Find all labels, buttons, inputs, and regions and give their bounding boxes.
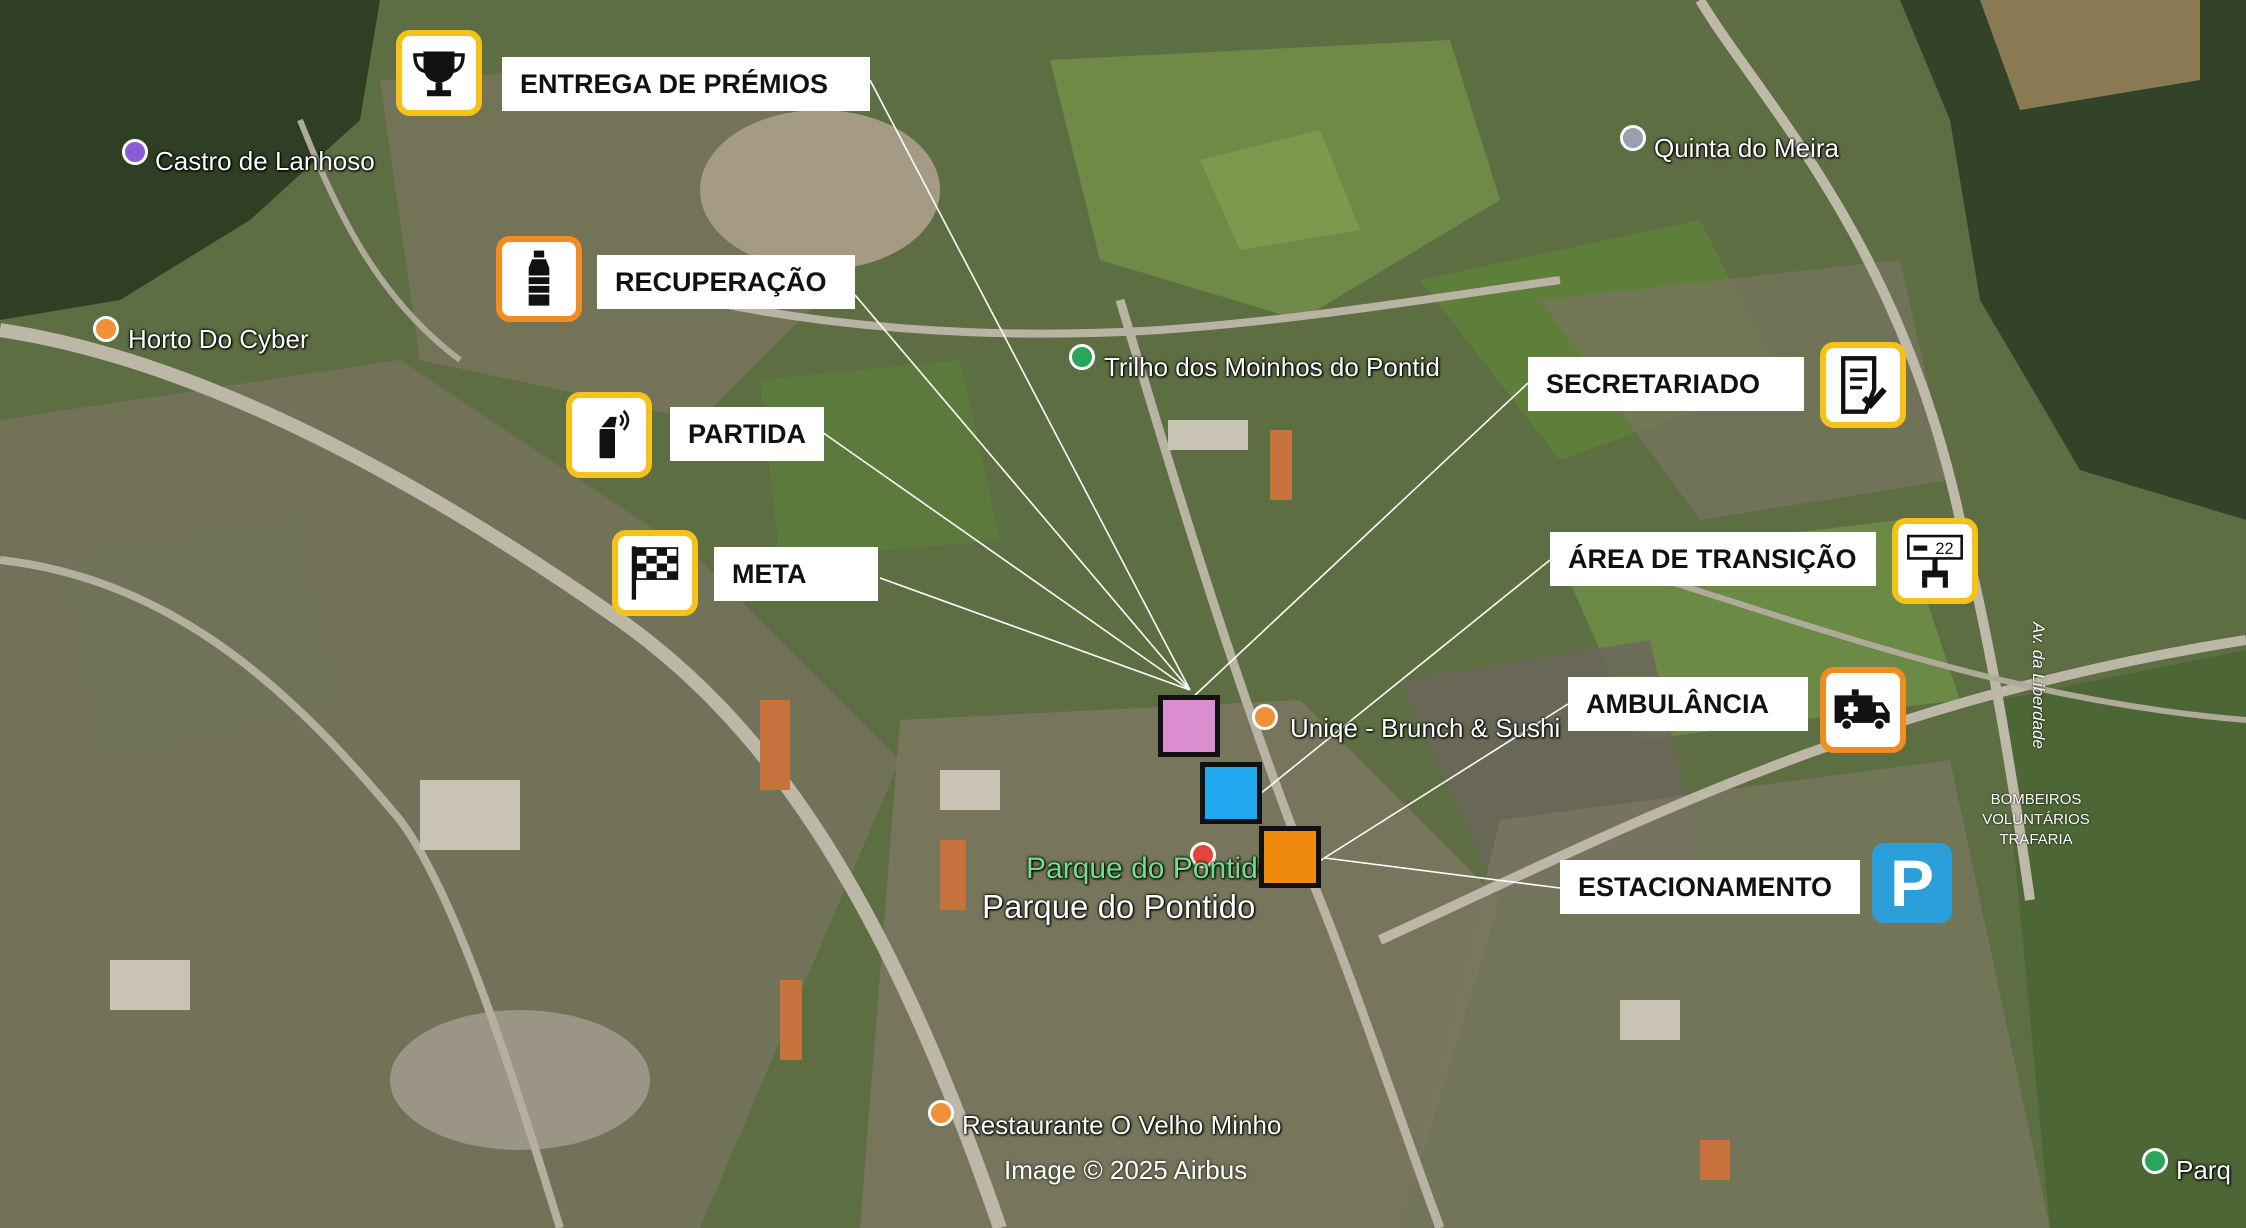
road-label-liberdade: Av. da Liberdade [2029,622,2048,749]
bombeiros-label: BOMBEIROS VOLUNTÁRIOS TRAFARIA [1968,790,2104,850]
transition-number: 22 [1935,540,1953,558]
label-ambulancia: AMBULÂNCIA [1568,677,1808,731]
place-label-horto: Horto Do Cyber [128,324,309,354]
image-credit: Image © 2025 Airbus [1004,1155,1248,1185]
label-estacionamento: ESTACIONAMENTO [1560,860,1860,914]
water-bottle-icon [496,236,582,322]
marker-pink[interactable] [1158,695,1220,757]
label-recuperacao: RECUPERAÇÃO [597,255,855,309]
unique-pin[interactable] [1252,704,1278,730]
place-label-parque: Parque do Pontido [982,888,1256,925]
marker-orange[interactable] [1259,826,1321,888]
quinta-pin[interactable] [1620,125,1646,151]
bombeiros-line-3: TRAFARIA [1999,831,2073,848]
place-label-trilho: Trilho dos Moinhos do Pontid [1104,352,1440,382]
ambulance-icon [1820,667,1906,753]
horto-pin[interactable] [93,316,119,342]
checklist-icon [1820,342,1906,428]
label-partida: PARTIDA [670,407,824,461]
starter-horn-icon [566,392,652,478]
parq-pin[interactable] [2142,1148,2168,1174]
castro-pin[interactable] [122,139,148,165]
label-area-transicao: ÁREA DE TRANSIÇÃO [1550,532,1876,586]
label-secretariado: SECRETARIADO [1528,357,1804,411]
trophy-icon [396,30,482,116]
place-label-quinta: Quinta do Meira [1654,133,1839,163]
bombeiros-line-2: VOLUNTÁRIOS [1982,811,2090,828]
place-label-restaurante: Restaurante O Velho Minho [962,1110,1282,1140]
label-meta: META [714,547,878,601]
place-label-castro: Castro de Lanhoso [155,146,375,176]
label-entrega-premios: ENTREGA DE PRÉMIOS [502,57,870,111]
place-label-parque-green: Parque do Pontido [1026,852,1275,885]
bombeiros-line-1: BOMBEIROS [1990,791,2082,808]
restaurante-pin[interactable] [928,1100,954,1126]
transition-rack-icon: 22 [1892,518,1978,604]
marker-blue[interactable] [1200,762,1262,824]
trilho-pin[interactable] [1069,344,1095,370]
parque-pin[interactable] [1190,842,1216,868]
place-label-parq-edge: Parq [2176,1155,2231,1185]
parking-icon: P [1872,843,1952,923]
place-label-unique: Uniqe - Brunch & Sushi [1290,713,1561,743]
checkered-flag-icon [612,530,698,616]
